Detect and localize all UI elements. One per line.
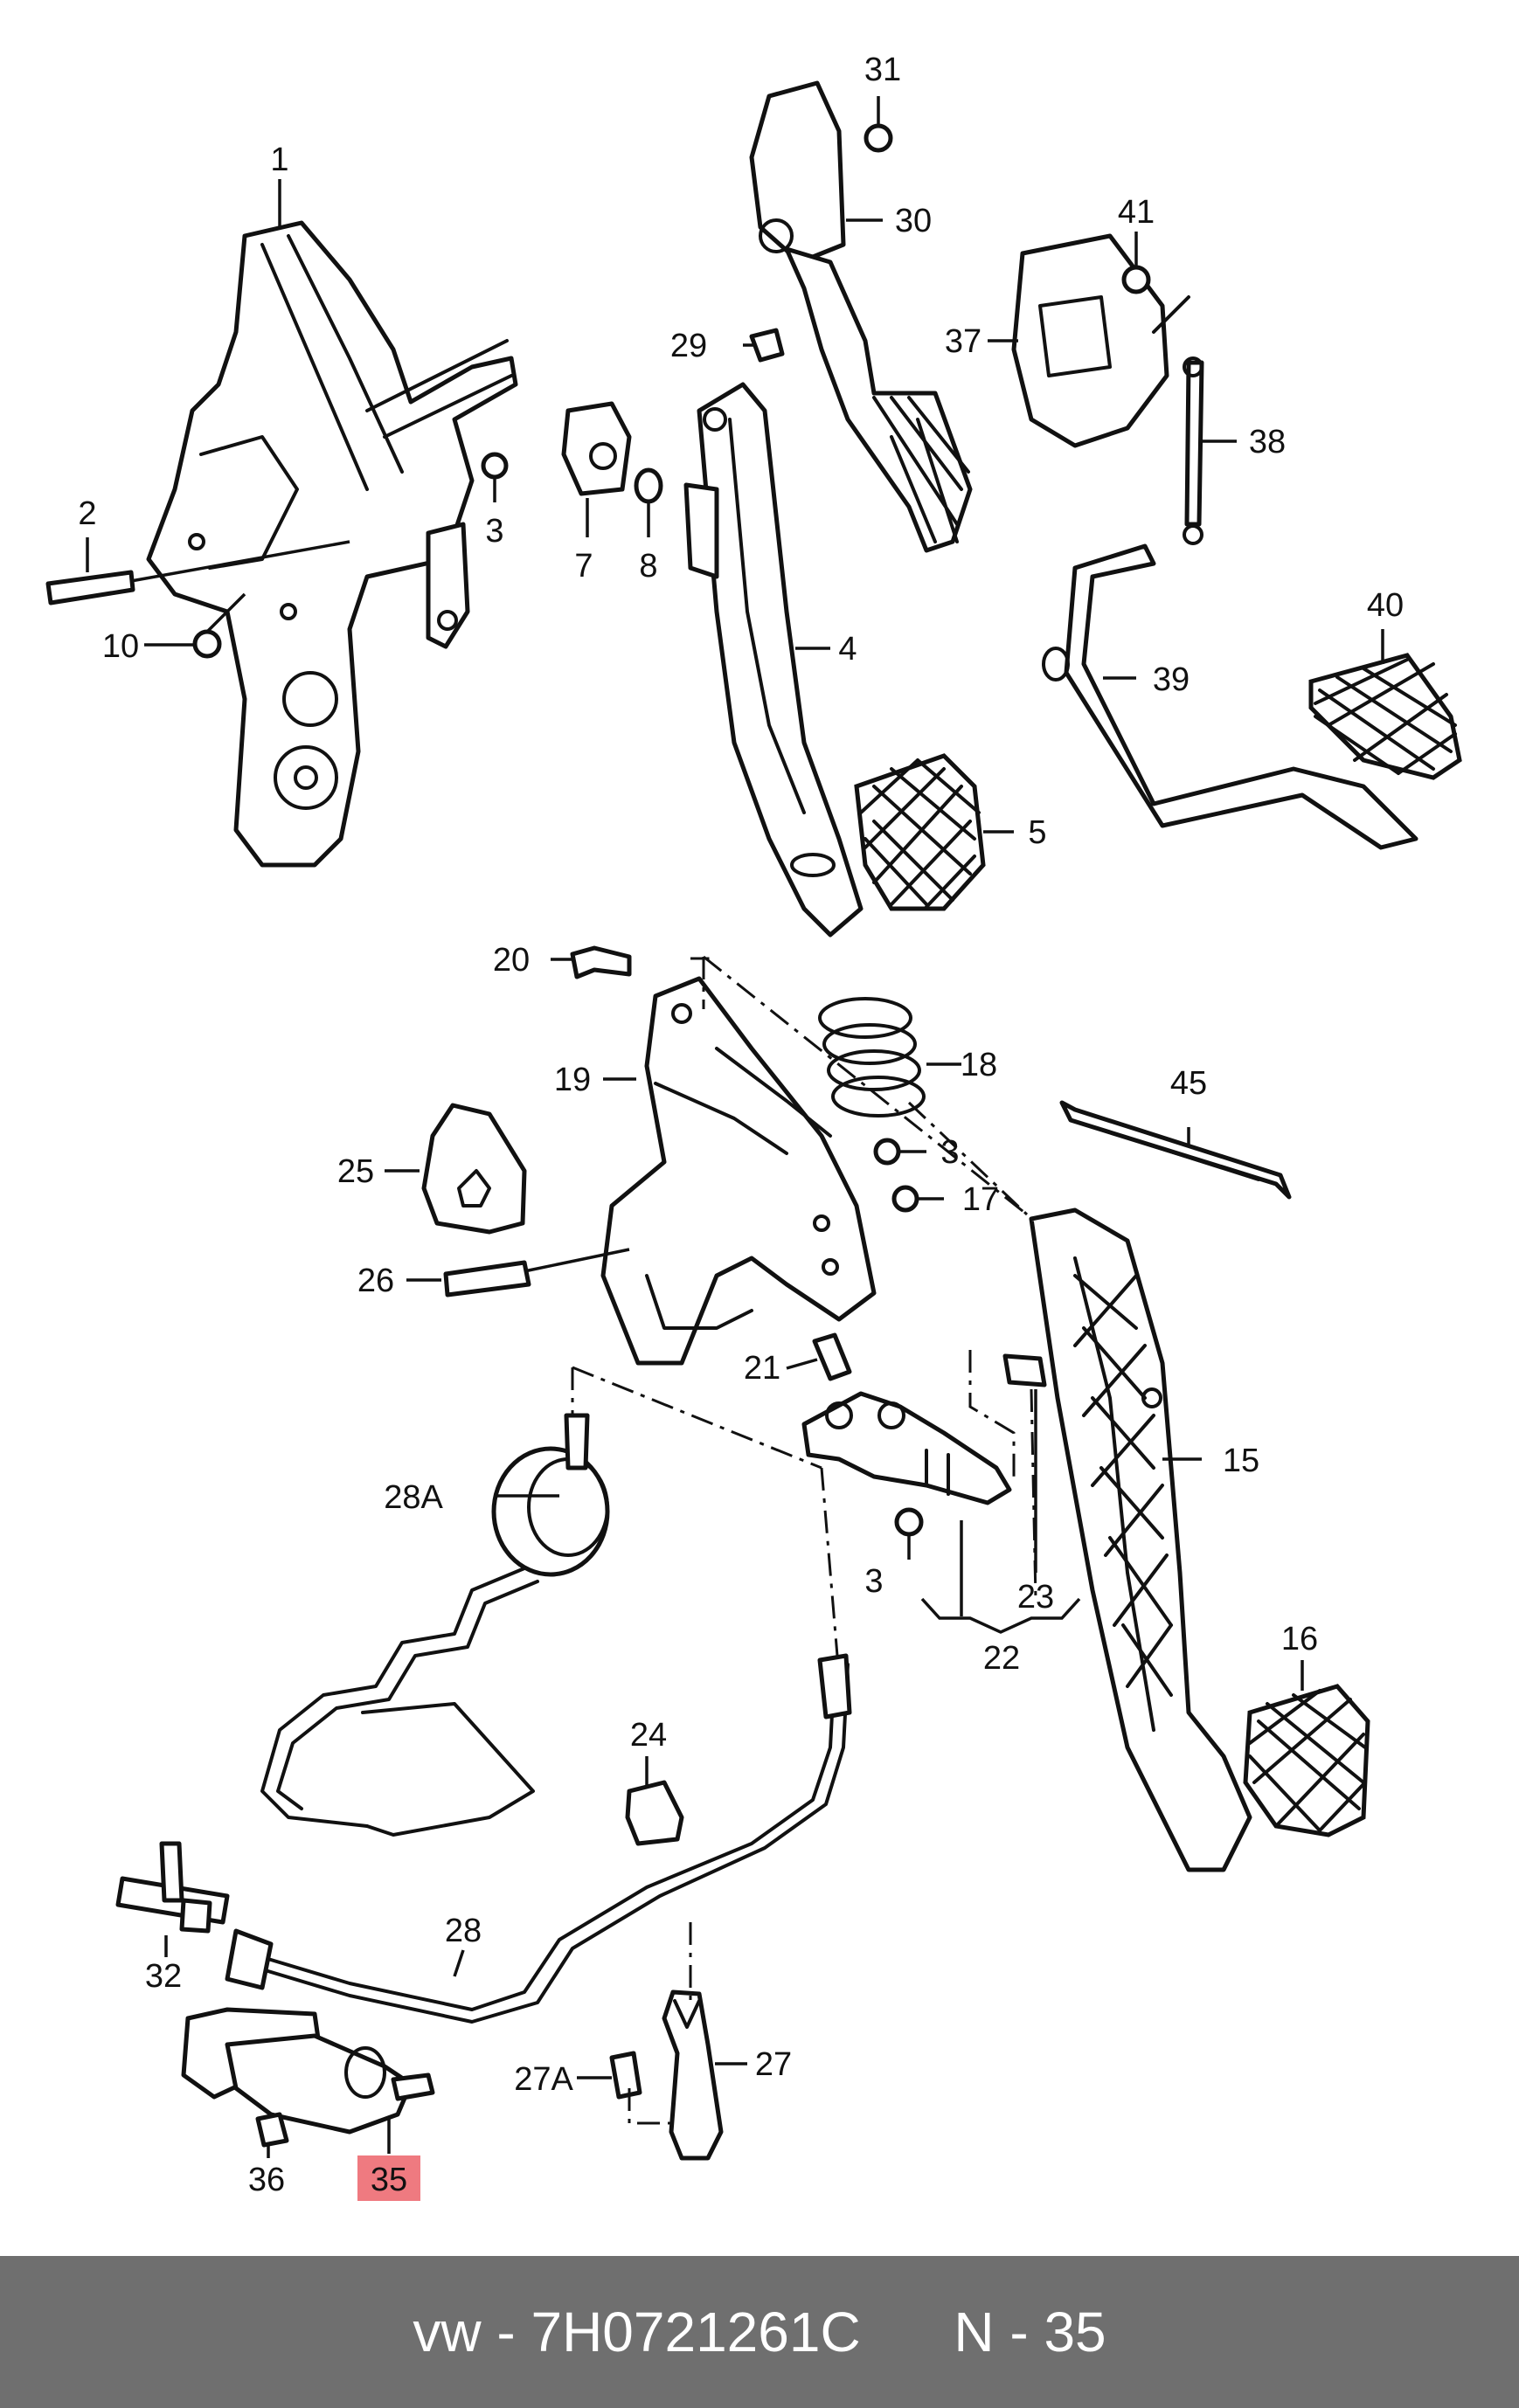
clip-24 xyxy=(625,1780,684,1846)
callout-41: 41 xyxy=(1118,194,1155,231)
accelerator-rod xyxy=(1042,543,1418,850)
bracket-nut xyxy=(192,592,246,659)
line-bracket xyxy=(662,1989,724,2161)
callout-17: 17 xyxy=(962,1181,999,1218)
bump-stop xyxy=(421,1103,527,1235)
callout-35: 35 xyxy=(371,2162,407,2198)
clutch-pedal-pad xyxy=(1243,1684,1370,1837)
callout-28: 28 xyxy=(445,1913,482,1949)
footer-position-label: N - 35 xyxy=(954,2301,1106,2363)
assembly-lines xyxy=(571,955,1037,2125)
callout-32: 32 xyxy=(145,1958,182,1995)
callout-16: 16 xyxy=(1281,1621,1318,1657)
callout-22: 22 xyxy=(983,1640,1020,1677)
callout-27a: 27A xyxy=(514,2061,573,2098)
footer-part-number: 7H0721261C xyxy=(531,2301,861,2363)
bolt-20 xyxy=(570,945,632,979)
callout-23: 23 xyxy=(1017,1579,1054,1616)
callout-21: 21 xyxy=(744,1350,780,1387)
rail-45 xyxy=(1059,1100,1292,1200)
callouts: 1 2 3 10 7 8 4 5 29 30 31 41 37 38 39 40… xyxy=(78,52,1404,2201)
callout-3-mid: 3 xyxy=(940,1134,959,1171)
bracket-pin xyxy=(45,540,350,605)
callout-3-low: 3 xyxy=(864,1563,883,1600)
callout-38: 38 xyxy=(1249,424,1286,460)
exploded-parts-diagram: 1 2 3 10 7 8 4 5 29 30 31 41 37 38 39 40… xyxy=(45,52,1462,2201)
callout-29: 29 xyxy=(670,328,707,364)
bolt-36 xyxy=(255,2112,289,2148)
footer-separator: - xyxy=(496,2301,516,2363)
callout-37: 37 xyxy=(945,323,981,360)
leader-lines xyxy=(86,96,1384,2158)
callout-27: 27 xyxy=(755,2046,792,2083)
callout-31: 31 xyxy=(864,52,901,88)
callout-4: 4 xyxy=(838,631,857,668)
callout-7: 7 xyxy=(574,548,593,585)
stop-block xyxy=(561,401,632,496)
accelerator-module xyxy=(749,80,973,553)
callout-3-top: 3 xyxy=(485,513,503,550)
accelerator-module-37 xyxy=(1011,233,1190,448)
bleed-fitting xyxy=(115,1841,230,1934)
nut-17 xyxy=(891,1185,919,1213)
brake-pedal-arm xyxy=(683,382,864,938)
part-number-footer: vw - 7H0721261C N - 35 xyxy=(0,2256,1519,2408)
pin-21 xyxy=(812,1332,852,1381)
master-cylinder xyxy=(801,1391,1012,1505)
spring xyxy=(818,997,926,1118)
brake-pedal-pad xyxy=(854,753,986,911)
callout-1: 1 xyxy=(270,142,288,178)
clutch-bracket xyxy=(600,976,877,1366)
accelerator-pad xyxy=(1308,653,1462,780)
callout-15: 15 xyxy=(1223,1443,1259,1479)
clip-23 xyxy=(1002,1353,1047,1387)
callout-30: 30 xyxy=(895,203,932,239)
callout-2: 2 xyxy=(78,495,96,532)
nut-top xyxy=(481,452,509,480)
nut-3-low xyxy=(894,1507,924,1537)
callout-39: 39 xyxy=(1153,661,1190,698)
pin-26 xyxy=(443,1248,630,1297)
callout-36: 36 xyxy=(248,2162,285,2198)
callout-5: 5 xyxy=(1028,814,1046,851)
callout-45: 45 xyxy=(1170,1065,1207,1102)
nut-3-mid xyxy=(873,1138,901,1166)
callout-10: 10 xyxy=(102,628,139,665)
callout-26: 26 xyxy=(357,1263,394,1299)
callout-25: 25 xyxy=(337,1153,374,1190)
callout-8: 8 xyxy=(639,548,657,585)
o-ring xyxy=(634,467,663,504)
callout-35-highlight xyxy=(357,2155,420,2201)
bolt-27a xyxy=(609,2051,642,2100)
footer-brand: vw xyxy=(413,2301,482,2363)
callout-40: 40 xyxy=(1367,587,1404,624)
clutch-line xyxy=(225,1653,852,2024)
callout-24: 24 xyxy=(630,1717,667,1754)
callout-28a: 28A xyxy=(384,1479,443,1516)
release-bearing xyxy=(260,1413,610,1837)
callout-19: 19 xyxy=(554,1062,591,1098)
bolt-29 xyxy=(749,328,785,363)
callout-18: 18 xyxy=(961,1047,997,1083)
callout-20: 20 xyxy=(493,942,530,979)
clutch-pedal-arm xyxy=(1029,1207,1252,1872)
linkage-rod xyxy=(1183,356,1204,545)
slave-cylinder xyxy=(181,2007,435,2135)
